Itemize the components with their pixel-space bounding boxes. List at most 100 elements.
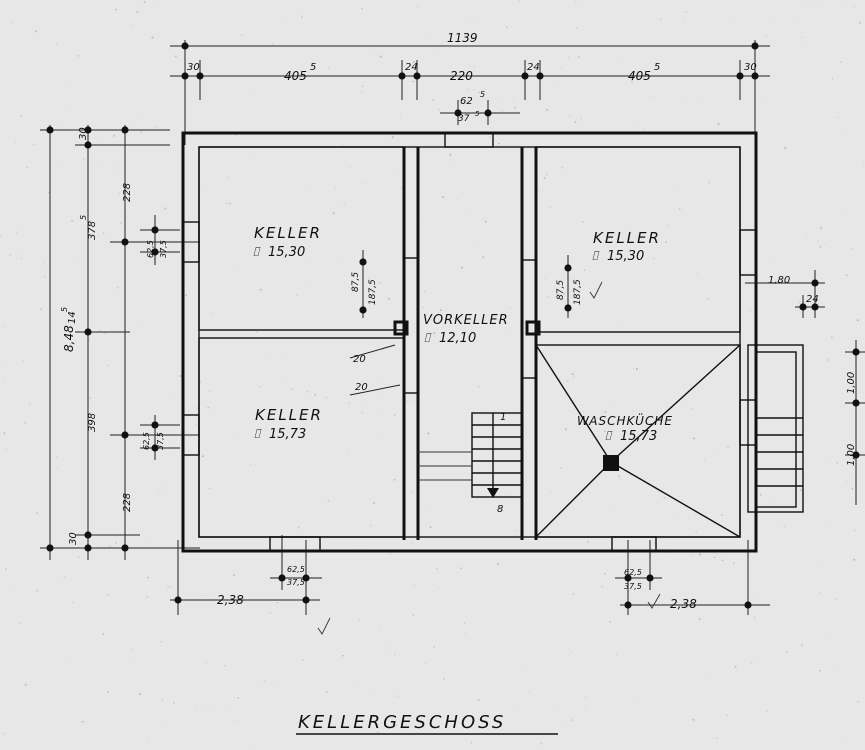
paper-speck (227, 176, 230, 179)
paper-speck (97, 245, 98, 247)
paper-speck (298, 472, 299, 474)
paper-speck (836, 462, 838, 464)
paper-speck (461, 266, 464, 269)
paper-speck (819, 246, 822, 248)
paper-speck (578, 56, 580, 58)
paper-speck (456, 315, 458, 317)
paper-speck (24, 683, 27, 686)
paper-speck (301, 15, 304, 18)
paper-speck (436, 568, 438, 570)
room-name-waschkueche: WASCHKÜCHE (577, 412, 673, 428)
paper-speck (568, 655, 570, 656)
dimension-dot (744, 601, 752, 609)
dimension-dot (359, 258, 367, 266)
paper-speck (412, 614, 415, 616)
dim-partition-sup: 5 (60, 307, 69, 312)
paper-speck (769, 503, 772, 505)
paper-speck (327, 607, 329, 609)
paper-speck (230, 716, 232, 718)
paper-speck (604, 572, 606, 575)
paper-speck (635, 367, 639, 371)
paper-speck (332, 212, 335, 215)
paper-speck (429, 526, 432, 529)
paper-speck (767, 257, 769, 259)
dim-bottom-left-lower: 228 (122, 493, 133, 512)
dimension-dot (181, 42, 189, 50)
paper-speck (563, 292, 566, 295)
paper-speck (360, 92, 362, 94)
paper-speck (619, 478, 621, 480)
paper-speck (603, 612, 604, 613)
paper-speck (734, 665, 737, 668)
paper-speck (61, 165, 63, 167)
paper-speck (209, 487, 211, 490)
paper-speck (509, 307, 511, 309)
paper-speck (5, 145, 7, 146)
paper-speck (56, 466, 58, 468)
dimension-dot (84, 544, 92, 552)
paper-speck (134, 448, 135, 450)
paper-speck (327, 500, 330, 502)
paper-speck (154, 1, 156, 3)
paper-speck (715, 737, 718, 740)
dim-wall-20-b: 20 (355, 382, 368, 393)
paper-speck (759, 493, 762, 496)
paper-speck (369, 524, 372, 527)
dim-wall-bottom: 30 (68, 532, 79, 545)
paper-speck (143, 325, 145, 326)
check-mark (647, 593, 661, 609)
area-symbol: ⌷ (604, 429, 613, 444)
dimension-dot (121, 544, 129, 552)
paper-speck (583, 269, 586, 272)
paper-speck (109, 545, 112, 548)
paper-speck (801, 46, 803, 48)
paper-speck (0, 364, 1, 367)
dimension-dot (196, 72, 204, 80)
paper-speck (554, 80, 556, 81)
dimension-dot (751, 72, 759, 80)
paper-speck (671, 196, 673, 197)
paper-speck (212, 313, 214, 315)
paper-speck (103, 232, 105, 234)
room-name-keller-bottom-left: KELLER (255, 406, 323, 424)
paper-speck (303, 262, 305, 263)
dimension-dot (151, 421, 159, 429)
paper-speck (9, 590, 11, 592)
paper-speck (234, 134, 237, 137)
paper-speck (585, 709, 587, 711)
paper-speck (570, 651, 572, 653)
paper-speck (828, 524, 830, 526)
paper-speck (586, 540, 590, 543)
paper-speck (652, 257, 655, 260)
paper-speck (342, 654, 344, 657)
dim-total-width: 1139 (447, 31, 478, 45)
paper-speck (422, 219, 424, 221)
paper-speck (213, 565, 214, 567)
paper-speck (862, 164, 865, 166)
paper-speck (482, 256, 485, 259)
paper-speck (102, 632, 105, 635)
paper-speck (540, 742, 543, 745)
paper-speck (88, 339, 91, 342)
paper-speck (800, 644, 803, 647)
paper-speck (433, 331, 436, 335)
paper-speck (569, 114, 571, 117)
room-name-keller-top-left: KELLER (254, 224, 322, 242)
paper-speck (234, 719, 236, 722)
paper-speck (82, 158, 85, 161)
paper-speck (439, 587, 440, 589)
paper-speck (412, 80, 414, 83)
paper-speck (560, 66, 563, 69)
paper-speck (358, 618, 361, 621)
paper-speck (291, 387, 294, 391)
paper-speck (361, 411, 364, 414)
paper-speck (479, 17, 481, 19)
paper-speck (831, 77, 834, 80)
paper-speck (498, 142, 500, 145)
paper-speck (450, 167, 452, 168)
paper-speck (167, 585, 169, 588)
paper-speck (698, 553, 701, 556)
paper-speck (853, 558, 856, 561)
paper-speck (226, 704, 228, 705)
